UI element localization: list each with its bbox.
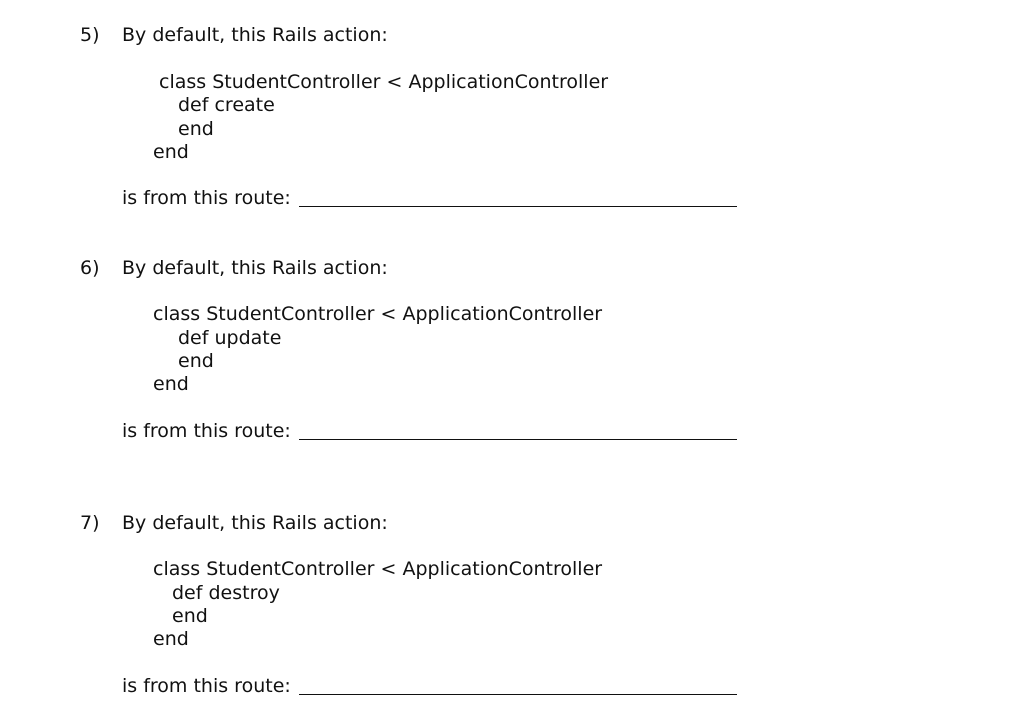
code-class-line: class StudentController < ApplicationCon…	[159, 71, 609, 93]
question-prompt: By default, this Rails action:	[122, 257, 388, 279]
answer-blank[interactable]	[299, 694, 737, 695]
code-end-outer: end	[153, 628, 189, 650]
code-end-inner: end	[178, 118, 214, 140]
code-class-line: class StudentController < ApplicationCon…	[153, 558, 603, 580]
route-label: is from this route:	[122, 187, 291, 209]
route-label: is from this route:	[122, 420, 291, 442]
question-number: 6)	[80, 257, 100, 279]
answer-blank[interactable]	[299, 439, 737, 440]
question-number: 5)	[80, 24, 100, 46]
code-end-inner: end	[172, 605, 208, 627]
code-def-line: def destroy	[172, 582, 280, 604]
question-prompt: By default, this Rails action:	[122, 512, 388, 534]
question-number: 7)	[80, 512, 100, 534]
code-end-outer: end	[153, 141, 189, 163]
code-def-line: def create	[178, 94, 275, 116]
code-class-line: class StudentController < ApplicationCon…	[153, 303, 603, 325]
code-end-outer: end	[153, 373, 189, 395]
code-def-line: def update	[178, 327, 282, 349]
answer-blank[interactable]	[299, 206, 737, 207]
route-label: is from this route:	[122, 675, 291, 697]
question-prompt: By default, this Rails action:	[122, 24, 388, 46]
code-end-inner: end	[178, 350, 214, 372]
